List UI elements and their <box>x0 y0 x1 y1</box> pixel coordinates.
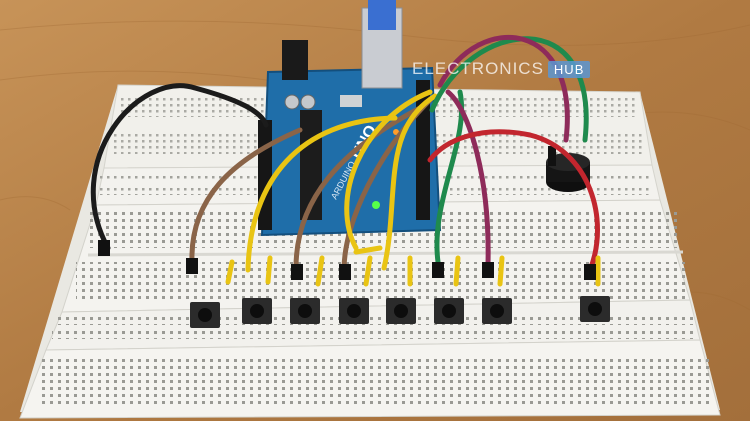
wire-purple-2 <box>437 35 570 143</box>
jumper-wires <box>90 35 600 273</box>
wire-brown-2 <box>293 105 423 271</box>
push-button-4 <box>339 298 369 324</box>
wire-yellow-3 <box>381 93 438 271</box>
push-button-6 <box>434 298 464 324</box>
wire-plugs <box>98 240 596 280</box>
wire-brown-1 <box>189 127 303 265</box>
wire-black <box>90 83 269 251</box>
crystal <box>340 95 362 107</box>
watermark: ELECTRONICS HUB <box>412 58 591 80</box>
push-button-7 <box>482 298 512 324</box>
push-button-2 <box>242 298 272 324</box>
wire-purple-1 <box>445 89 491 267</box>
push-button-3 <box>290 298 320 324</box>
watermark-box: HUB <box>547 60 591 78</box>
push-buttons <box>190 296 610 328</box>
watermark-brand: ELECTRONICS <box>412 59 544 78</box>
wire-yellow-2 <box>344 89 433 251</box>
push-button-8 <box>580 296 610 322</box>
power-led <box>372 201 380 209</box>
push-button-1 <box>190 302 220 328</box>
wire-yellow-1 <box>245 115 398 273</box>
usb-cable <box>368 0 396 30</box>
header-left <box>258 120 272 230</box>
jumper-stubs <box>225 245 601 287</box>
header-right <box>416 80 430 220</box>
buzzer <box>546 146 590 192</box>
push-button-5 <box>386 298 416 324</box>
dc-jack <box>282 40 308 80</box>
wire-red <box>427 129 600 273</box>
